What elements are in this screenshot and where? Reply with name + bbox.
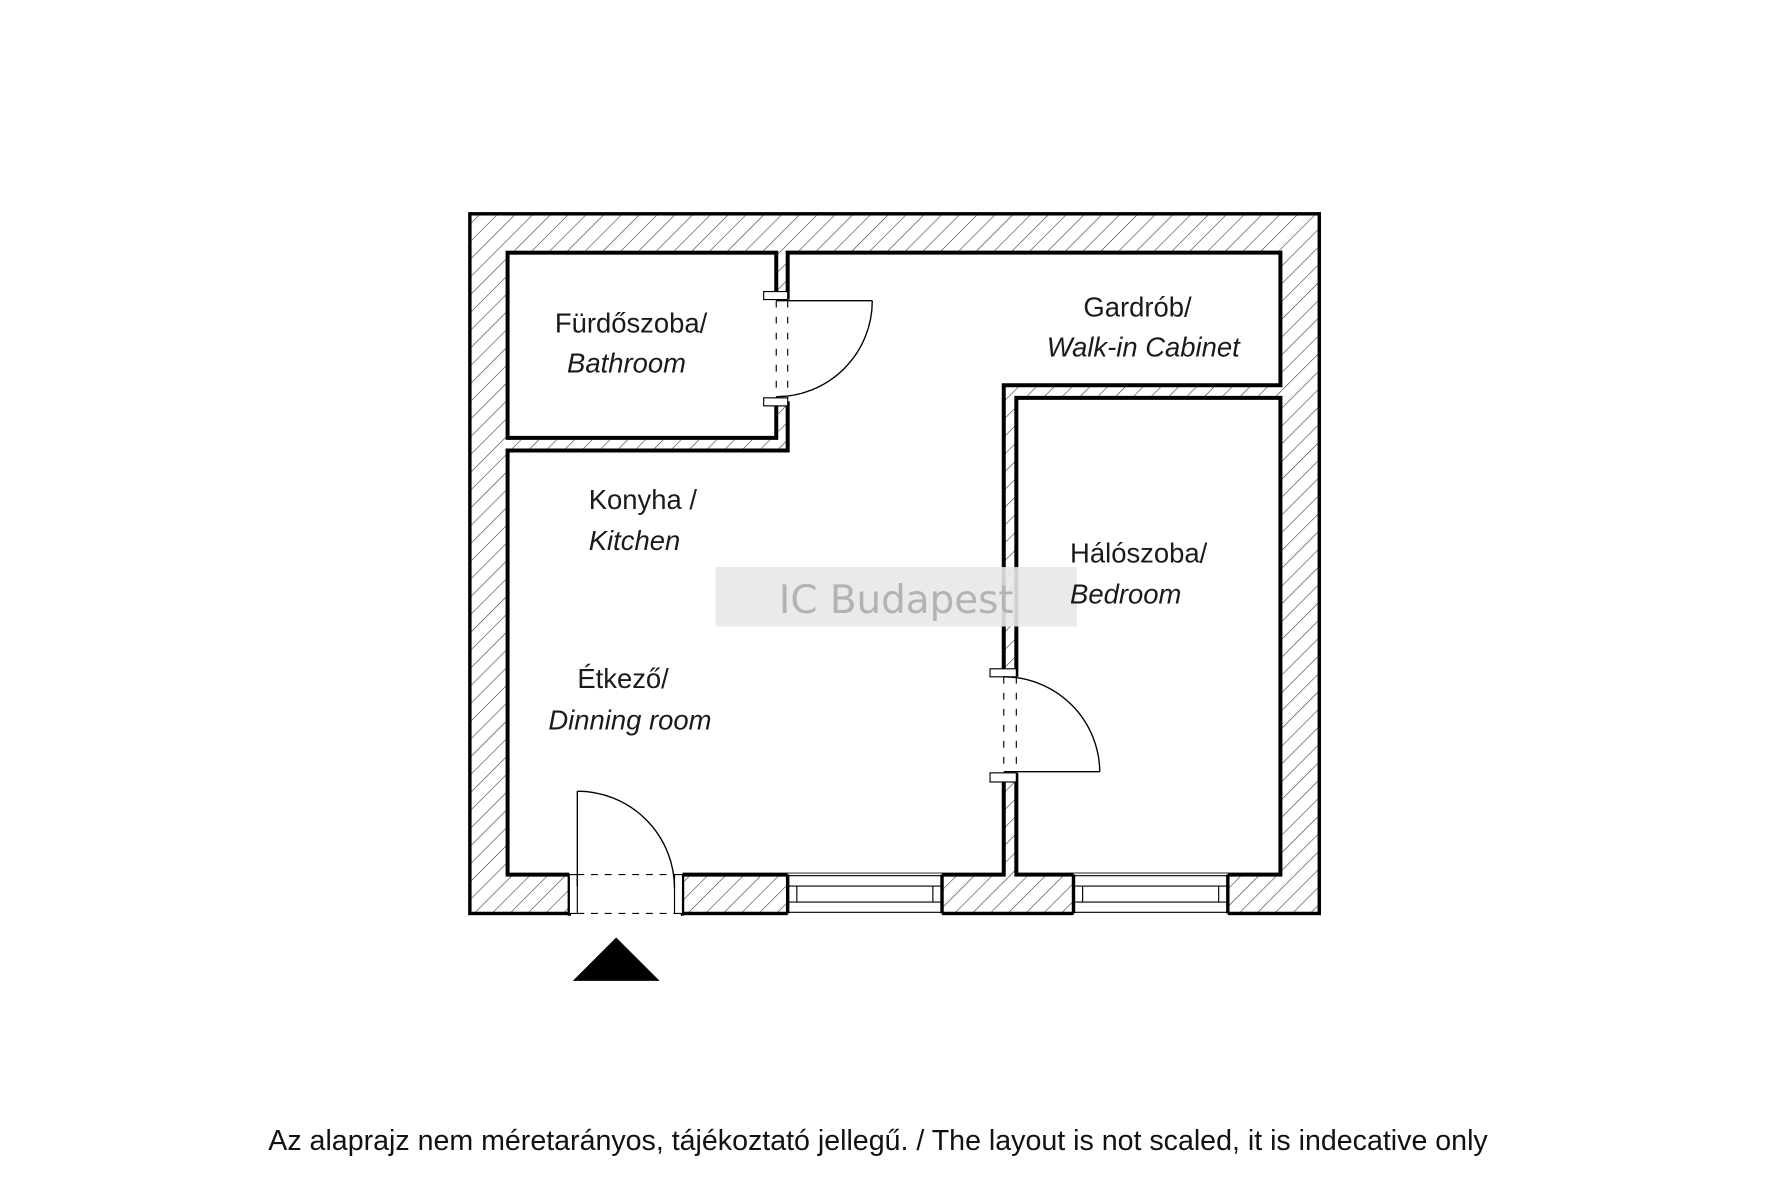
window-kitchen	[785, 873, 944, 916]
bathroom-door	[763, 290, 873, 407]
window-bedroom	[1071, 873, 1230, 916]
bathroom-label-hu: Fürdőszoba/	[555, 308, 708, 339]
disclaimer-footer: Az alaprajz nem méretarányos, tájékoztat…	[268, 1125, 1488, 1157]
room-kitchen-walkin	[505, 250, 1283, 877]
bedroom-label-hu: Hálószoba/	[1070, 537, 1208, 568]
bathroom-label-en: Bathroom	[567, 348, 686, 379]
dining-label-en: Dinning room	[548, 704, 711, 735]
bedroom-label-en: Bedroom	[1070, 579, 1181, 610]
dining-label-hu: Étkező/	[577, 663, 669, 694]
watermark-background	[715, 567, 1077, 627]
room-bedroom	[1014, 395, 1283, 877]
entrance-door	[567, 790, 685, 917]
walkin-label-hu: Gardrób/	[1083, 292, 1192, 323]
entrance-arrow-icon	[572, 937, 660, 981]
kitchen-label-en: Kitchen	[589, 525, 680, 556]
bedroom-door	[989, 668, 1101, 783]
room-bathroom	[505, 250, 779, 440]
walkin-label-en: Walk-in Cabinet	[1047, 332, 1241, 363]
watermark: IC Budapest	[779, 578, 1014, 623]
kitchen-label-hu: Konyha /	[589, 484, 698, 515]
